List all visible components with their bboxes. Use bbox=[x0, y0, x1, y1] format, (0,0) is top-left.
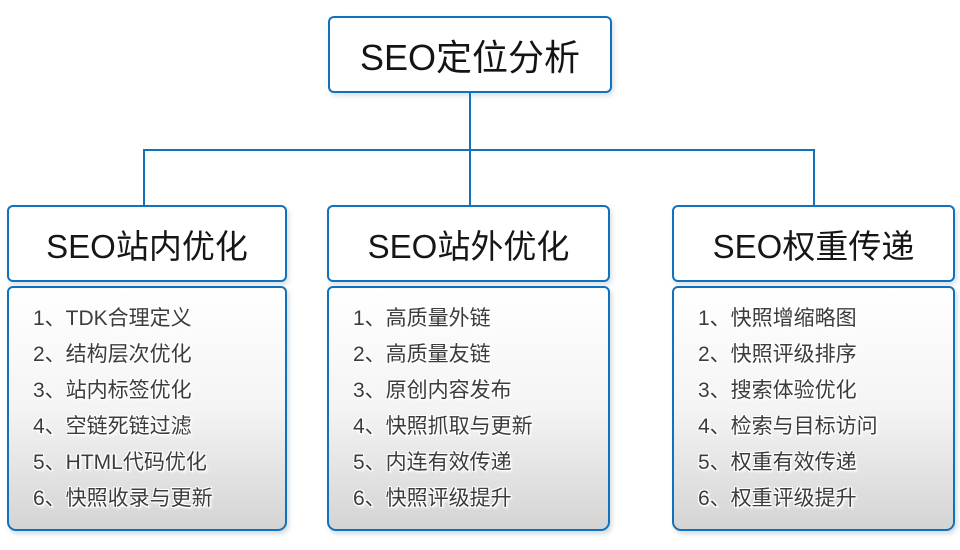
list-item: 1、高质量外链 bbox=[353, 307, 491, 330]
connector-drop-center-line bbox=[469, 151, 471, 206]
list-item: 2、结构层次优化 bbox=[33, 343, 192, 366]
root-node-box: SEO定位分析 bbox=[328, 16, 612, 93]
column-title-box: SEO权重传递 bbox=[672, 205, 955, 282]
connector-drop-left-line bbox=[143, 151, 145, 206]
list-item: 2、快照评级排序 bbox=[698, 343, 857, 366]
column-offsite-optimization: SEO站外优化 1、高质量外链 2、高质量友链 3、原创内容发布 4、快照抓取与… bbox=[327, 205, 610, 531]
list-item: 6、快照评级提升 bbox=[353, 487, 512, 510]
column-title: SEO站内优化 bbox=[46, 227, 248, 265]
connector-horizontal-line bbox=[143, 149, 815, 151]
list-item: 1、TDK合理定义 bbox=[33, 307, 192, 330]
column-items-box: 1、高质量外链 2、高质量友链 3、原创内容发布 4、快照抓取与更新 5、内连有… bbox=[327, 286, 610, 531]
list-item: 2、高质量友链 bbox=[353, 343, 491, 366]
column-title-box: SEO站外优化 bbox=[327, 205, 610, 282]
list-item: 5、内连有效传递 bbox=[353, 451, 512, 474]
list-item: 4、快照抓取与更新 bbox=[353, 415, 533, 438]
root-node-title: SEO定位分析 bbox=[359, 36, 581, 78]
list-item: 3、站内标签优化 bbox=[33, 379, 192, 402]
column-weight-transfer: SEO权重传递 1、快照增缩略图 2、快照评级排序 3、搜索体验优化 4、检索与… bbox=[672, 205, 955, 531]
list-item: 3、搜索体验优化 bbox=[698, 379, 857, 402]
list-item: 1、快照增缩略图 bbox=[698, 307, 857, 330]
column-items-box: 1、TDK合理定义 2、结构层次优化 3、站内标签优化 4、空链死链过滤 5、H… bbox=[7, 286, 287, 531]
list-item: 6、快照收录与更新 bbox=[33, 487, 213, 510]
list-item: 5、权重有效传递 bbox=[698, 451, 857, 474]
list-item: 4、空链死链过滤 bbox=[33, 415, 192, 438]
column-title: SEO权重传递 bbox=[712, 227, 915, 265]
column-onsite-optimization: SEO站内优化 1、TDK合理定义 2、结构层次优化 3、站内标签优化 4、空链… bbox=[7, 205, 287, 531]
column-title: SEO站外优化 bbox=[367, 227, 570, 265]
list-item: 6、权重评级提升 bbox=[698, 487, 857, 510]
column-title-box: SEO站内优化 bbox=[7, 205, 287, 282]
list-item: 5、HTML代码优化 bbox=[33, 451, 207, 474]
connector-root-vertical-line bbox=[469, 93, 471, 150]
connector-drop-right-line bbox=[813, 151, 815, 206]
column-items-box: 1、快照增缩略图 2、快照评级排序 3、搜索体验优化 4、检索与目标访问 5、权… bbox=[672, 286, 955, 531]
list-item: 4、检索与目标访问 bbox=[698, 415, 878, 438]
list-item: 3、原创内容发布 bbox=[353, 379, 512, 402]
